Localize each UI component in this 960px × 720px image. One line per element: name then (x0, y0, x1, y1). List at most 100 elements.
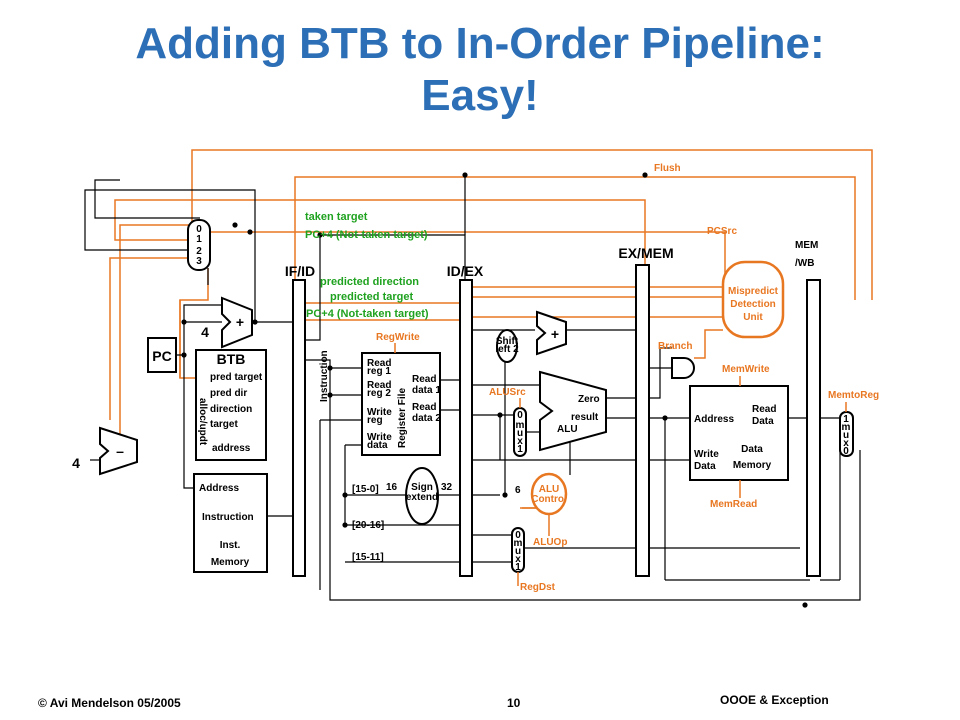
aluop-label: ALUOp (533, 537, 567, 548)
four-label-top: 4 (201, 324, 209, 340)
btb-field-direction: direction (210, 404, 252, 415)
svg-text:ALU: ALU (539, 484, 560, 495)
pc-label: PC (152, 348, 171, 364)
predicted-target-label: predicted target (330, 291, 413, 303)
svg-text:Read: Read (412, 374, 436, 385)
footer-author: © Avi Mendelson 05/2005 (38, 696, 181, 710)
svg-text:x: x (843, 438, 849, 449)
svg-text:data: data (367, 440, 388, 451)
ex-mem-label: EX/MEM (618, 245, 673, 261)
field-20-16-label: [20-16] (352, 520, 384, 531)
register-file: Read reg 1 Read reg 2 Write reg Write da… (361, 352, 441, 456)
svg-text:Unit: Unit (743, 312, 763, 323)
pc4-not-taken-label-2: PC+4 (Not-taken target) (306, 308, 429, 320)
alusrc-mux: 0 m u x 1 (513, 407, 527, 457)
svg-text:u: u (517, 428, 523, 439)
svg-text:Address: Address (694, 414, 734, 425)
black-wires (84, 175, 861, 601)
alu-control-unit: ALU Control (530, 472, 568, 516)
svg-text:0: 0 (515, 530, 521, 541)
regdst-label: RegDst (520, 582, 556, 593)
plus-sign: + (236, 314, 244, 330)
slide-title: Adding BTB to In-Order Pipeline: Easy! (0, 18, 960, 122)
four-label-bottom: 4 (72, 455, 80, 471)
branch-adder: + (536, 310, 567, 356)
pc-subtractor: – (99, 426, 138, 476)
svg-text:data 2: data 2 (412, 413, 441, 424)
svg-text:Write: Write (694, 449, 719, 460)
svg-text:Memory: Memory (733, 460, 772, 471)
bits-16-label: 16 (386, 482, 398, 493)
svg-text:m: m (842, 422, 851, 433)
svg-text:1: 1 (515, 562, 521, 573)
mem-wb-label-line2: /WB (795, 258, 814, 269)
svg-text:Control: Control (531, 494, 567, 505)
branch-label: Branch (658, 341, 692, 352)
svg-text:result: result (571, 412, 599, 423)
field-15-0-label: [15-0] (352, 484, 379, 495)
svg-text:0: 0 (517, 410, 523, 421)
svg-text:Shift: Shift (496, 336, 519, 347)
svg-text:Write: Write (367, 432, 392, 443)
svg-text:Write: Write (367, 407, 392, 418)
six-label: 6 (515, 485, 521, 496)
svg-text:u: u (515, 546, 521, 557)
minus-sign: – (116, 443, 124, 459)
btb-title: BTB (217, 351, 246, 367)
regwrite-label: RegWrite (376, 332, 420, 343)
svg-text:left 2: left 2 (495, 344, 519, 355)
svg-text:Read: Read (367, 358, 391, 369)
taken-target-label: taken target (305, 211, 368, 223)
svg-text:Zero: Zero (578, 394, 600, 405)
svg-text:1: 1 (196, 234, 202, 245)
svg-text:m: m (514, 538, 523, 549)
svg-text:extend: extend (406, 492, 438, 503)
pc-select-mux: 0 1 2 3 (187, 219, 211, 271)
flush-label: Flush (654, 163, 681, 174)
svg-text:x: x (515, 554, 521, 565)
svg-text:0: 0 (196, 224, 202, 235)
instruction-memory: Address Instruction Inst. Memory (193, 473, 268, 573)
btb-field-address: address (212, 443, 251, 454)
bits-32-label: 32 (441, 482, 453, 493)
title-line-2: Easy! (421, 71, 539, 120)
shift-left-2-unit: Shift left 2 (495, 329, 519, 363)
mem-wb-register (806, 279, 821, 577)
field-15-11-label: [15-11] (352, 552, 384, 563)
alu-unit: ALU Zero result (539, 370, 607, 452)
mem-wb-label-line1: MEM (795, 240, 818, 251)
svg-text:reg 2: reg 2 (367, 388, 391, 399)
regdst-mux: 0 m u x 1 (511, 527, 525, 573)
svg-text:m: m (516, 420, 525, 431)
pcsrc-label: PCSrc (707, 226, 737, 237)
btb-field-pred-dir: pred dir (210, 388, 247, 399)
memread-label: MemRead (710, 499, 757, 510)
svg-text:Data: Data (741, 444, 763, 455)
svg-text:1: 1 (517, 444, 523, 455)
if-id-register (292, 279, 306, 577)
btb-field-pred-target: pred target (210, 372, 263, 383)
svg-text:Read: Read (367, 380, 391, 391)
memtoreg-label: MemtoReg (828, 390, 879, 401)
memwrite-label: MemWrite (722, 364, 770, 375)
memtoreg-mux: 1 m u x 0 (839, 411, 854, 457)
predicted-direction-label: predicted direction (320, 276, 419, 288)
btb-field-target: target (210, 419, 238, 430)
alu-label: ALU (557, 424, 578, 435)
svg-text:Read: Read (752, 404, 776, 415)
svg-text:Detection: Detection (730, 299, 776, 310)
id-ex-label: ID/EX (447, 263, 484, 279)
svg-text:reg: reg (367, 415, 383, 426)
svg-text:Address: Address (199, 483, 239, 494)
svg-text:Memory: Memory (211, 557, 250, 568)
svg-text:Sign: Sign (411, 482, 433, 493)
alloc-updt-label: alloc/updt (197, 398, 208, 446)
mispredict-detection-unit: Mispredict Detection Unit (721, 260, 785, 339)
svg-text:Mispredict: Mispredict (728, 286, 779, 297)
svg-text:Data: Data (752, 416, 774, 427)
title-line-1: Adding BTB to In-Order Pipeline: (135, 19, 825, 68)
pc4-not-taken-label-1: PC+4 (Not-taken target) (305, 229, 428, 241)
alusrc-label: ALUSrc (489, 387, 526, 398)
svg-text:Instruction: Instruction (202, 512, 254, 523)
